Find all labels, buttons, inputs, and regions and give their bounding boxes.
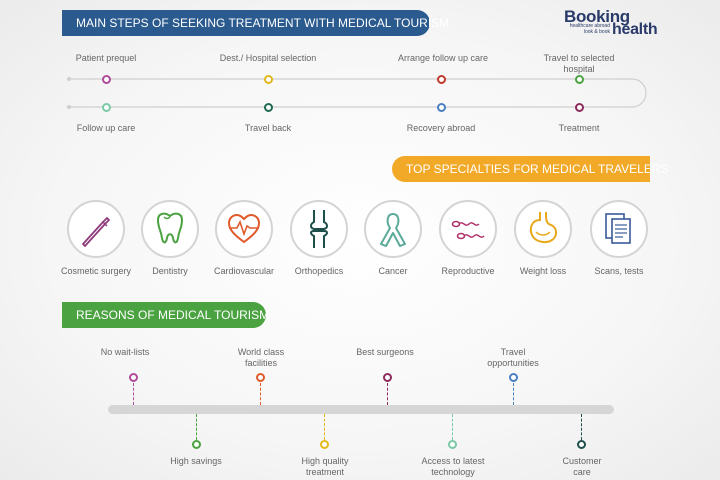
step-label-treatment: Treatment xyxy=(558,123,600,133)
reason-dot-customer-care xyxy=(577,440,586,449)
step-label-hospital-selection: Dest./ Hospital selection xyxy=(219,53,317,63)
specialty-label-dentistry: Dentistry xyxy=(152,266,188,276)
knee-joint-icon xyxy=(310,210,328,248)
booking-health-logo: Booking healthcare abroad look & book he… xyxy=(564,7,664,39)
logo-tagline: healthcare abroad look & book xyxy=(569,23,610,35)
logo-word-health: health xyxy=(612,21,658,38)
step-label-travel-back: Travel back xyxy=(244,123,292,133)
specialty-label-scans-tests: Scans, tests xyxy=(594,266,644,276)
step-label-follow-up-care: Follow up care xyxy=(76,123,136,133)
reason-label-high-savings: High savings xyxy=(170,456,222,466)
step-dot-hospital-selection xyxy=(264,75,273,84)
ribbon-icon xyxy=(380,213,406,247)
reason-dot-high-savings xyxy=(192,440,201,449)
specialty-label-cancer: Cancer xyxy=(378,266,408,276)
step-label-patient-prequel: Patient prequel xyxy=(75,53,137,63)
step-dot-travel-back xyxy=(264,103,273,112)
reason-dot-latest-technology xyxy=(448,440,457,449)
step-label-travel-to-hospital: Travel to selected hospital xyxy=(543,53,615,74)
reason-stem-latest-technology xyxy=(452,414,453,440)
reason-stem-high-quality-treatment xyxy=(324,414,325,440)
main-steps-title: MAIN STEPS OF SEEKING TREATMENT WITH MED… xyxy=(76,16,450,30)
logo-word-booking: Booking xyxy=(564,7,630,26)
documents-icon xyxy=(605,213,631,244)
reason-label-high-quality-treatment: High quality treatment xyxy=(301,456,349,477)
reason-dot-high-quality-treatment xyxy=(320,440,329,449)
reasons-timeline-bar xyxy=(108,405,614,414)
reason-dot-best-surgeons xyxy=(383,373,392,382)
specialty-cardiovascular xyxy=(215,200,273,258)
step-dot-travel-to-hospital xyxy=(575,75,584,84)
heart-pulse-icon xyxy=(227,213,261,244)
reason-stem-world-class-facilities xyxy=(260,383,261,405)
reason-stem-travel-opportunities xyxy=(513,383,514,405)
reason-stem-no-wait-lists xyxy=(133,383,134,405)
specialty-label-cardiovascular: Cardiovascular xyxy=(213,266,275,276)
reason-label-best-surgeons: Best surgeons xyxy=(356,347,414,357)
specialty-reproductive xyxy=(439,200,497,258)
reason-label-customer-care: Customer care xyxy=(562,456,602,477)
step-label-recovery-abroad: Recovery abroad xyxy=(406,123,476,133)
specialties-title: TOP SPECIALTIES FOR MEDICAL TRAVELERS xyxy=(406,162,669,176)
specialty-dentistry xyxy=(141,200,199,258)
stomach-icon xyxy=(529,212,557,244)
specialty-label-orthopedics: Orthopedics xyxy=(294,266,344,276)
specialty-label-reproductive: Reproductive xyxy=(441,266,495,276)
step-label-arrange-follow-up: Arrange follow up care xyxy=(397,53,489,63)
reasons-banner: REASONS OF MEDICAL TOURISM xyxy=(62,302,270,328)
specialties-banner: TOP SPECIALTIES FOR MEDICAL TRAVELERS xyxy=(392,156,669,182)
reason-label-world-class-facilities: World class facilities xyxy=(237,347,285,368)
reason-stem-customer-care xyxy=(581,414,582,440)
specialty-label-weight-loss: Weight loss xyxy=(519,266,567,276)
step-dot-treatment xyxy=(575,103,584,112)
specialty-scans-tests xyxy=(590,200,648,258)
reason-label-travel-opportunities: Travel opportunities xyxy=(487,347,539,368)
scalpel-icon xyxy=(82,217,110,247)
specialty-cosmetic-surgery xyxy=(67,200,125,258)
specialty-label-cosmetic-surgery: Cosmetic surgery xyxy=(60,266,132,276)
reasons-title: REASONS OF MEDICAL TOURISM xyxy=(76,308,270,322)
specialty-cancer xyxy=(364,200,422,258)
step-dot-follow-up-care xyxy=(102,103,111,112)
step-dot-patient-prequel xyxy=(102,75,111,84)
step-dot-recovery-abroad xyxy=(437,103,446,112)
tooth-icon xyxy=(156,212,184,244)
sperm-icon xyxy=(451,220,485,240)
steps-track xyxy=(67,77,647,109)
main-steps-banner: MAIN STEPS OF SEEKING TREATMENT WITH MED… xyxy=(62,10,449,36)
reason-label-no-wait-lists: No wait-lists xyxy=(100,347,150,357)
reason-dot-no-wait-lists xyxy=(129,373,138,382)
specialty-weight-loss xyxy=(514,200,572,258)
specialty-orthopedics xyxy=(290,200,348,258)
reason-stem-best-surgeons xyxy=(387,383,388,405)
step-dot-arrange-follow-up xyxy=(437,75,446,84)
reason-dot-world-class-facilities xyxy=(256,373,265,382)
reason-stem-high-savings xyxy=(196,414,197,440)
reason-dot-travel-opportunities xyxy=(509,373,518,382)
reason-label-latest-technology: Access to latest technology xyxy=(421,456,485,477)
